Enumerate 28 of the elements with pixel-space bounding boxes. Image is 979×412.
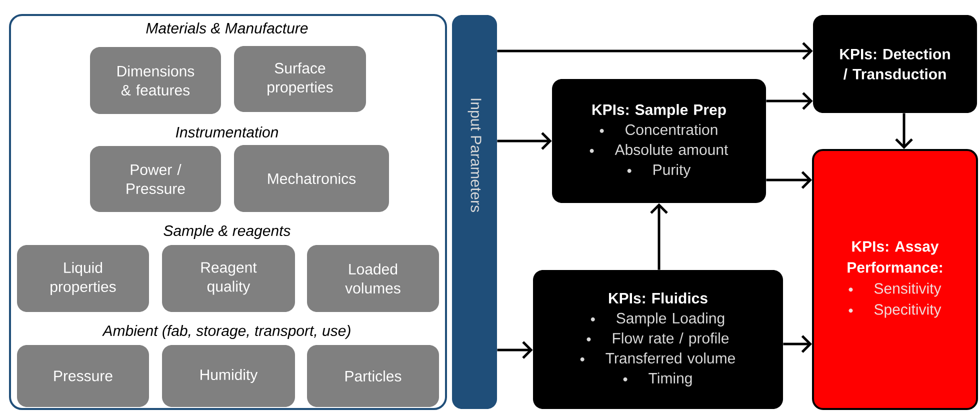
arrow (783, 335, 812, 353)
arrow (766, 92, 813, 110)
section-heading: Materials & Manufacture (146, 22, 308, 34)
parameter-box: Power / Pressure (90, 146, 221, 212)
parameter-box: Pressure (17, 345, 149, 407)
parameter-box: Reagent quality (162, 245, 295, 312)
parameter-box: Loaded volumes (307, 245, 439, 312)
arrow (497, 341, 533, 359)
section-heading: Ambient (fab, storage, transport, use) (102, 325, 350, 339)
bar-label: Input Parameters (468, 98, 482, 212)
parameter-box: Dimensions & features (90, 47, 221, 114)
arrow (895, 113, 913, 149)
parameter-box: Particles (307, 345, 439, 407)
kpi-box: KPIs: Fluidics Sample Loading Flow rate / profile Transferred volume Timing (533, 270, 784, 409)
arrow (497, 42, 813, 60)
arrow (497, 132, 552, 150)
parameter-box: Surface properties (234, 46, 366, 112)
section-heading: Sample & reagents (164, 225, 290, 239)
assay-performance-box: KPIs: Assay Performance: Sensitivity Specitivity (812, 149, 978, 410)
arrow (650, 203, 668, 270)
parameter-box: Mechatronics (234, 145, 389, 212)
kpi-box: KPIs: Sample Prep Concentration Absolute amount Purity (552, 79, 766, 203)
arrow (766, 171, 812, 189)
parameter-box: Liquid properties (17, 245, 149, 312)
kpi-box: KPIs: Detection / Transduction (813, 15, 978, 113)
input-parameters-bar (452, 15, 497, 409)
section-heading: Instrumentation (176, 126, 278, 138)
parameter-box: Humidity (162, 345, 295, 407)
